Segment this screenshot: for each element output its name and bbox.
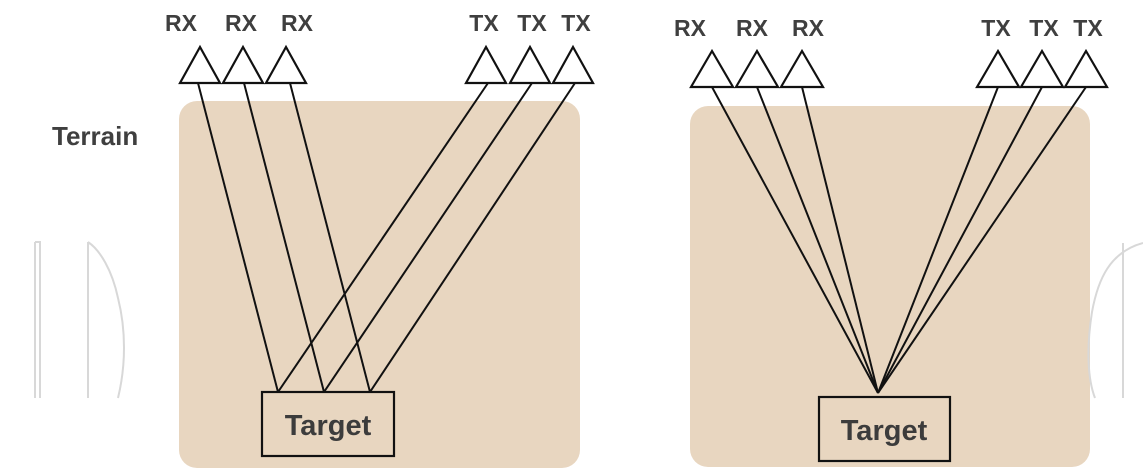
terrain-label: Terrain: [52, 121, 138, 151]
right-rx-ray-2: [756, 86, 879, 394]
right-target-box: [817, 395, 952, 463]
right-rx-ray-1: [711, 86, 879, 394]
left-rx-ray-1: [197, 82, 279, 393]
watermark-shape: [34, 241, 1143, 399]
left-tx-antenna-3: [551, 44, 595, 85]
left-rx-ray-2: [243, 82, 325, 393]
left-tx-ray-3: [369, 82, 576, 393]
right-tx-antenna-group: [975, 48, 1109, 89]
left-tx-ray-2: [323, 82, 533, 393]
left-tx-antenna-group: [464, 44, 595, 85]
left-rx-antenna-1: [178, 44, 222, 85]
right-rx-label-3: RX: [792, 15, 825, 41]
right-rx-antenna-3: [779, 48, 825, 89]
left-tx-ray-1: [277, 82, 489, 393]
right-tx-label-3: TX: [1073, 15, 1103, 41]
right-rx-antenna-group: [689, 48, 825, 89]
left-rx-antenna-group: [178, 44, 308, 85]
terrain-area-left: [179, 101, 580, 468]
right-rx-antenna-2: [734, 48, 780, 89]
right-rx-label-2: RX: [736, 15, 769, 41]
left-tx-antenna-1: [464, 44, 508, 85]
left-target-label: Target: [285, 410, 372, 442]
terrain-area-right: [690, 106, 1090, 467]
left-rx-antenna-3: [264, 44, 308, 85]
right-tx-antenna-1: [975, 48, 1021, 89]
right-tx-ray-3: [877, 86, 1087, 394]
right-tx-ray-2: [877, 86, 1043, 394]
right-tx-ray-1: [877, 86, 999, 394]
right-target-label: Target: [841, 415, 928, 447]
left-tx-label-2: TX: [517, 10, 547, 36]
right-tx-label-2: TX: [1029, 15, 1059, 41]
right-tx-antenna-3: [1063, 48, 1109, 89]
right-rx-label-1: RX: [674, 15, 707, 41]
left-rx-label-1: RX: [165, 10, 198, 36]
right-rx-ray-3: [801, 86, 879, 394]
left-ray-group: [197, 82, 576, 393]
right-tx-antenna-2: [1019, 48, 1065, 89]
left-tx-antenna-2: [508, 44, 552, 85]
left-tx-label-1: TX: [469, 10, 499, 36]
right-rx-antenna-1: [689, 48, 735, 89]
left-target-box: [260, 390, 396, 458]
right-ray-group: [711, 86, 1087, 394]
left-rx-antenna-2: [221, 44, 265, 85]
left-rx-label-3: RX: [281, 10, 314, 36]
right-tx-label-1: TX: [981, 15, 1011, 41]
left-tx-label-3: TX: [561, 10, 591, 36]
left-rx-ray-3: [289, 82, 371, 393]
left-rx-label-2: RX: [225, 10, 258, 36]
